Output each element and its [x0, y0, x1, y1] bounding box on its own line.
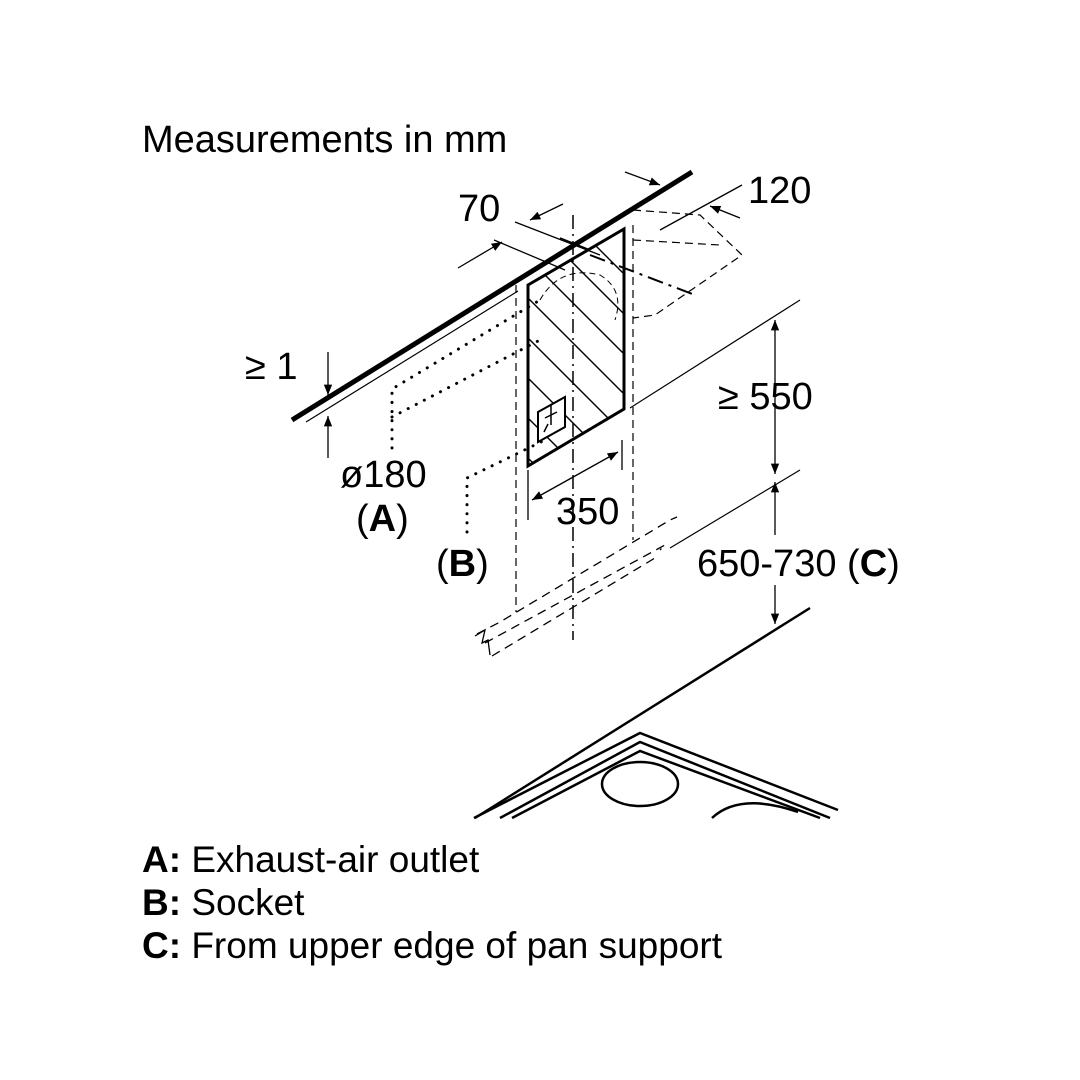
dim-120 [624, 171, 743, 231]
socket-path [465, 438, 547, 534]
burner-icon [600, 760, 680, 808]
callout-a-letter: A [368, 498, 397, 540]
diagram-title: Measurements in mm [142, 119, 508, 161]
legend-text: Exhaust-air outlet [191, 839, 480, 880]
legend-key: A: [142, 839, 182, 880]
legend-text: Socket [191, 882, 305, 923]
callout-b-letter: B [448, 543, 477, 585]
legend-item: B: Socket [142, 881, 722, 924]
hood-canopy [474, 516, 678, 657]
cooktop [473, 731, 839, 820]
dim-label-350: 350 [556, 491, 620, 533]
burner-icon-2 [711, 802, 799, 819]
legend-key: C: [142, 925, 182, 966]
dim-label-650-730: 650-730 (C) [697, 543, 900, 585]
dim-ref-c: C [859, 543, 888, 585]
dim-value-650-730: 650-730 [697, 543, 837, 585]
socket-icon [537, 395, 566, 444]
dim-label-550: ≥ 550 [718, 376, 813, 418]
dim-350 [527, 440, 623, 520]
dim-70 [457, 203, 601, 271]
legend-item: C: From upper edge of pan support [142, 924, 722, 967]
legend-text: From upper edge of pan support [191, 925, 722, 966]
ceiling-offset-line [305, 290, 519, 423]
dim-label-120: 120 [748, 170, 812, 212]
hood-outline [632, 209, 743, 319]
legend-key: B: [142, 882, 182, 923]
callout-b: (B) [436, 543, 489, 585]
exhaust-outlet-path [390, 298, 542, 450]
ceiling-line [290, 169, 694, 423]
legend: A: Exhaust-air outlet B: Socket C: From … [142, 838, 722, 967]
callout-diameter: ø180 [340, 454, 427, 496]
pan-support-line [474, 606, 811, 820]
dim-label-70: 70 [458, 188, 501, 230]
dim-label-clearance: ≥ 1 [245, 346, 298, 388]
legend-item: A: Exhaust-air outlet [142, 838, 722, 881]
callout-a: (A) [356, 498, 409, 540]
